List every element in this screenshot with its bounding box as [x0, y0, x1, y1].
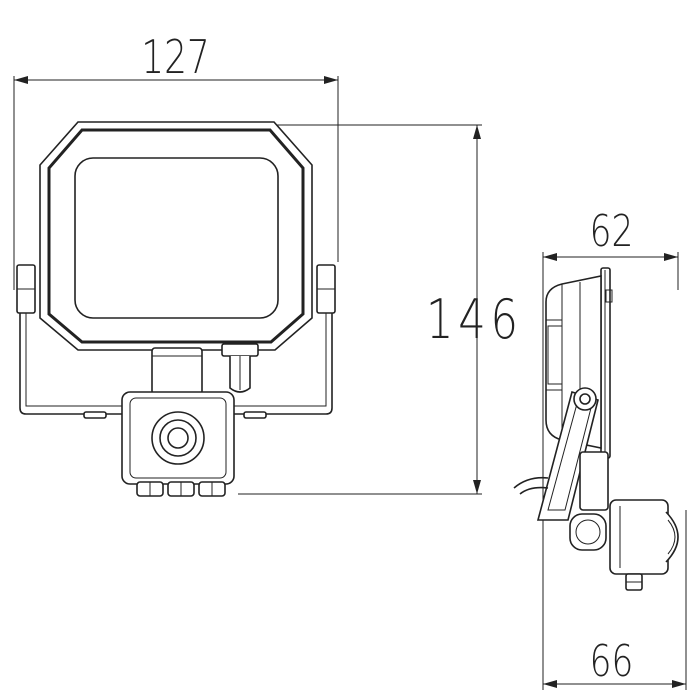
- depth-dimension: 62: [542, 206, 679, 690]
- front-view: 127 146: [13, 31, 523, 497]
- width-dimension: 127: [13, 31, 339, 290]
- width-label: 127: [141, 31, 209, 85]
- sensor-knobs: [136, 481, 226, 497]
- total-depth-dimension: 66: [543, 510, 687, 690]
- height-dimension: 146: [238, 124, 523, 495]
- side-view: 62 66: [513, 206, 687, 690]
- total-depth-label: 66: [590, 636, 634, 687]
- height-label: 146: [426, 288, 523, 351]
- depth-label: 62: [590, 206, 634, 257]
